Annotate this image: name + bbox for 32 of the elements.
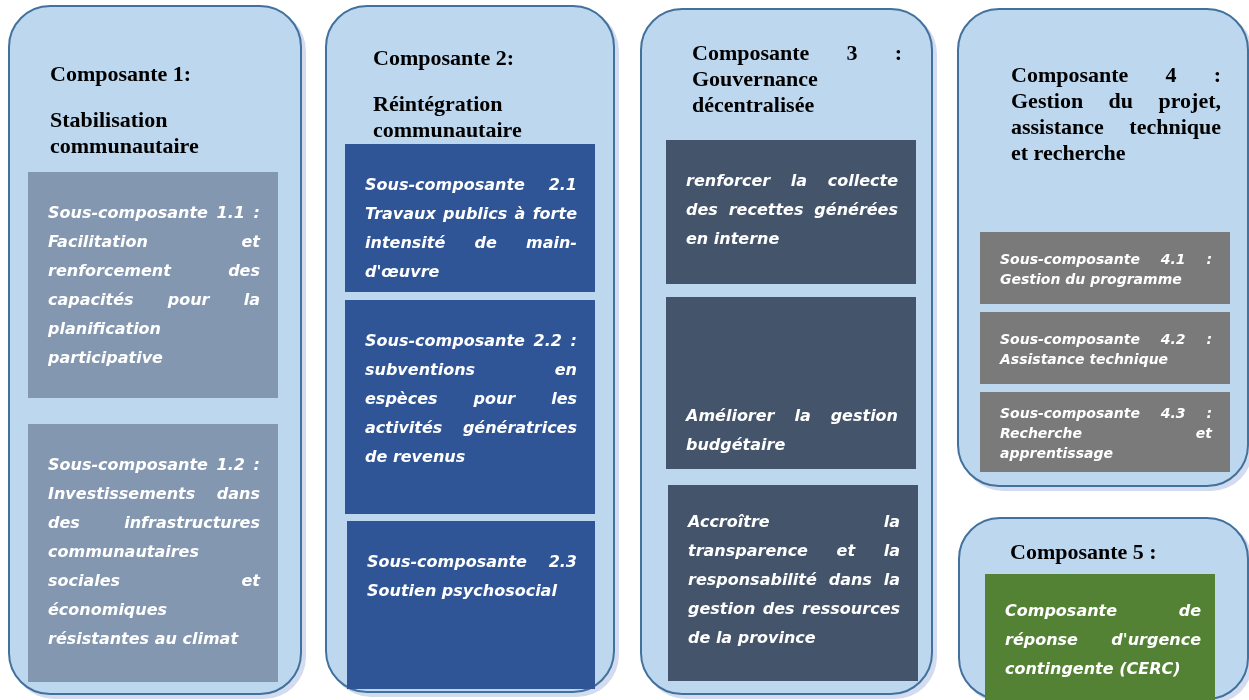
panel-heading: Composante 5 : [1010,539,1158,565]
subcomponent-text: Composante de réponse d'urgence contingente (CERC) [1005,599,1201,680]
subcomponent-text: Sous-composante 1.2 : Investissements dans des infrastructures communautaires sociales et économiques résistantes au climat [48,454,260,650]
subcomponent-text: Sous-composante 4.3 : Recherche et apprentissage [1000,404,1212,463]
subcomponent-text: Sous-composante 4.2 : Assistance technique [1000,330,1212,369]
subcomponent-box [980,232,1230,304]
subcomponent-text: Sous-composante 2.3 Soutien psychosocial [367,551,577,602]
panel-heading: Composante 4 : Gestion du projet, assistance technique et recherche [1011,62,1221,166]
panel-heading: Composante 1: [50,61,193,87]
subcomponent-box [980,392,1230,472]
panel-subheading: Réintégration communautaire [373,91,523,143]
subcomponent-text: Améliorer la gestion budgétaire [686,405,898,456]
subcomponent-text: Sous-composante 2.1 Travaux publics à forte intensité de main-d'œuvre [365,174,577,283]
subcomponent-box [980,312,1230,384]
subcomponent-text: Sous-composante 2.2 : subventions en espèces pour les activités génératrices de revenus [365,330,577,468]
subcomponent-text: renforcer la collecte des recettes générées en interne [686,170,898,250]
subcomponent-text: Sous-composante 1.1 : Facilitation et renforcement des capacités pour la planification participative [48,202,260,369]
subcomponent-box [347,521,595,689]
subcomponent-box [666,297,916,469]
subcomponent-box [28,172,278,398]
subcomponent-box [666,140,916,284]
subcomponent-box [345,144,595,292]
component-panel [958,517,1249,700]
subcomponent-text: Accroître la transparence et la responsabilité dans la gestion des ressources de la province [688,511,900,649]
subcomponent-box [985,574,1215,700]
panel-heading: Composante 3 : Gouvernance décentralisée [692,40,902,118]
subcomponent-box [668,485,918,681]
subcomponent-box [28,424,278,682]
subcomponent-text: Sous-composante 4.1 : Gestion du programme [1000,250,1212,289]
panel-subheading: Stabilisation communautaire [50,107,200,159]
panel-heading: Composante 2: [373,45,516,71]
subcomponent-box [345,300,595,514]
